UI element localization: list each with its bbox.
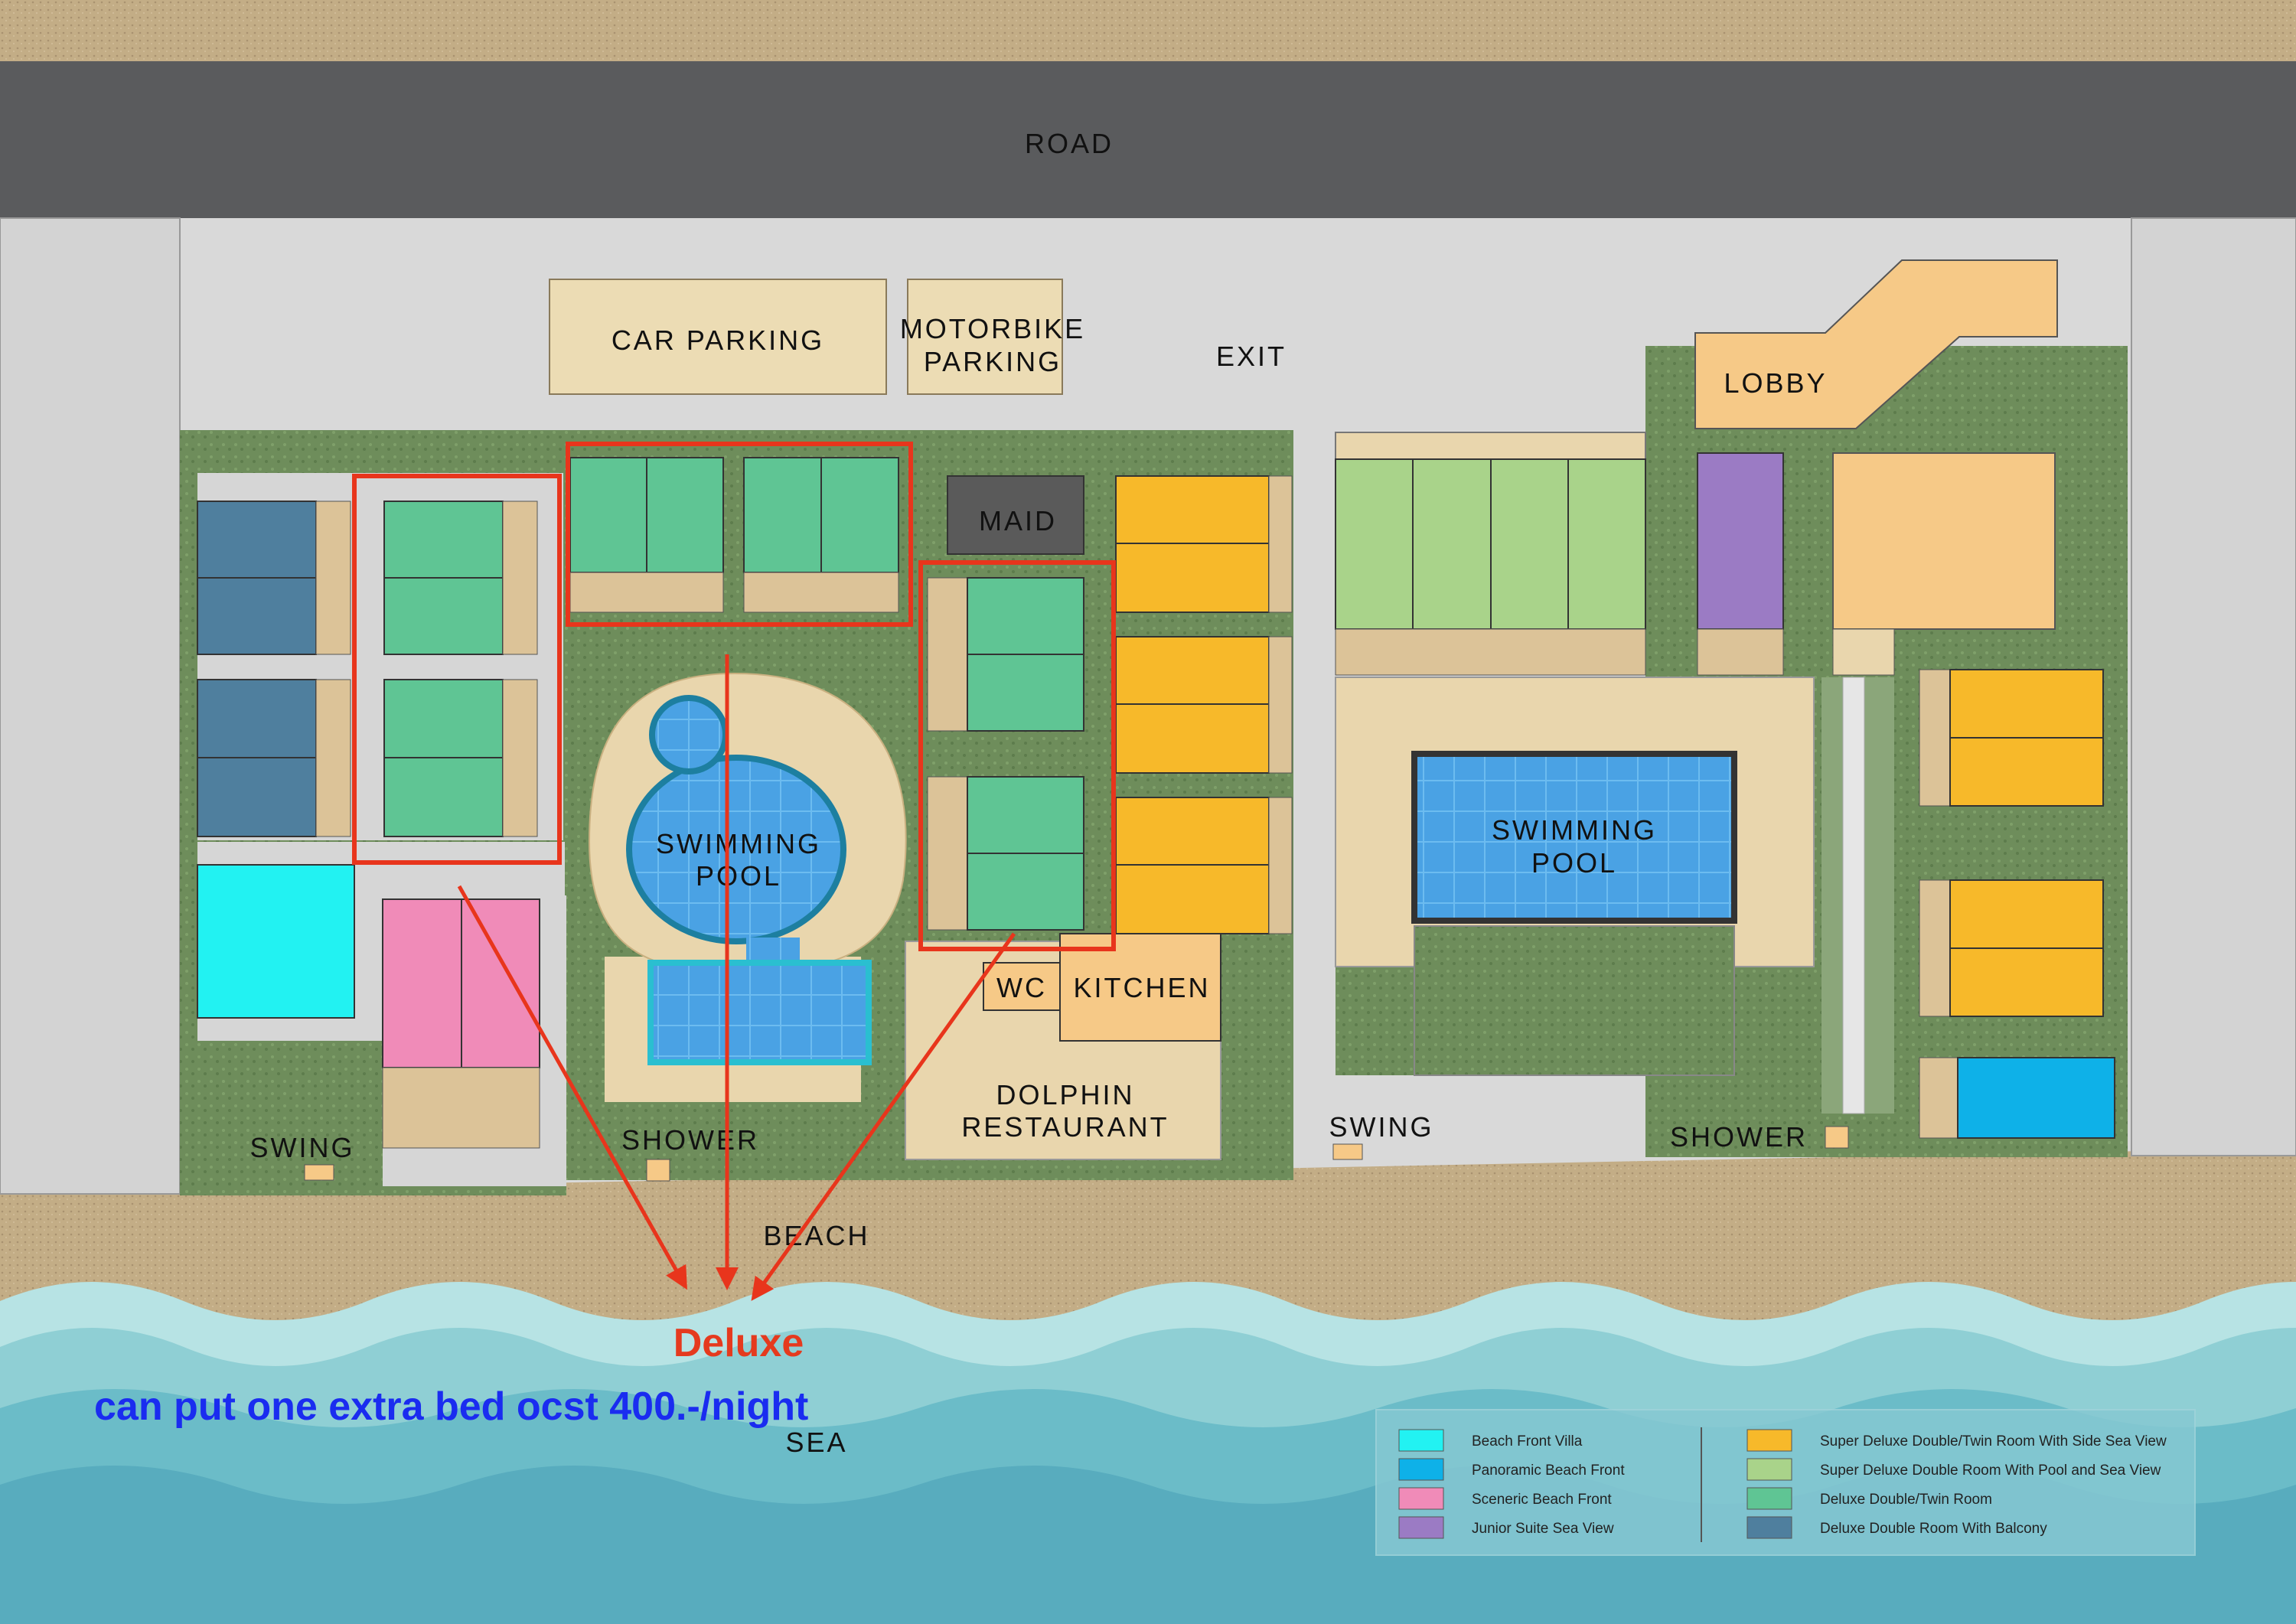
left-strip (0, 217, 181, 1195)
motorbike-parking-label-2: PARKING (924, 346, 1062, 377)
car-parking-label: CAR PARKING (612, 324, 824, 356)
wc (983, 962, 1061, 1011)
swing-left (304, 1164, 334, 1181)
exit-label: EXIT (1216, 341, 1287, 372)
lobby (1694, 259, 2058, 429)
highlight-deluxe-left (352, 474, 562, 865)
road-label: ROAD (1025, 128, 1114, 159)
shower-right (1825, 1126, 1849, 1149)
legend-swatch (1746, 1516, 1792, 1539)
pool-right-label-1: SWIMMING (1492, 814, 1657, 846)
wc-label: WC (996, 972, 1047, 1003)
lobby-label: LOBBY (1724, 367, 1827, 399)
legend-swatch (1746, 1458, 1792, 1481)
sea-label: SEA (785, 1427, 847, 1458)
legend-label: Super Deluxe Double Room With Pool and S… (1820, 1463, 2161, 1479)
car-parking (549, 279, 887, 395)
motorbike-parking-label-1: MOTORBIKE (900, 313, 1085, 344)
motorbike-parking (907, 279, 1063, 395)
restaurant-label-2: RESTAURANT (961, 1111, 1169, 1143)
room-panoramic-beach (1957, 1057, 2115, 1139)
pool-right-label-2: POOL (1531, 847, 1617, 879)
legend-label: Panoramic Beach Front (1472, 1463, 1625, 1479)
maid-label: MAID (979, 505, 1057, 536)
shower-left (646, 1159, 670, 1182)
highlight-deluxe-top (566, 442, 913, 627)
road (0, 61, 2296, 218)
legend-label: Beach Front Villa (1472, 1433, 1583, 1450)
lobby-annex (1832, 452, 2056, 630)
pool-terrace-right (1335, 432, 1646, 460)
legend-swatch (1398, 1487, 1444, 1510)
pool-left-label-1: SWIMMING (656, 828, 821, 859)
pool-left-label-2: POOL (696, 860, 781, 892)
legend-swatch (1746, 1487, 1792, 1510)
legend-swatch (1398, 1429, 1444, 1452)
shower-left-label: SHOWER (621, 1124, 759, 1156)
annotation-note: can put one extra bed ocst 400.-/night (94, 1384, 808, 1429)
swimming-pool-left (626, 755, 846, 944)
swing-right (1332, 1143, 1363, 1160)
kitchen-label: KITCHEN (1073, 972, 1210, 1003)
legend-label: Junior Suite Sea View (1472, 1521, 1614, 1537)
legend-swatch (1398, 1458, 1444, 1481)
shower-right-label: SHOWER (1670, 1121, 1808, 1153)
swing-right-label: SWING (1329, 1111, 1434, 1143)
annotation-title: Deluxe (673, 1321, 804, 1365)
maid-room (947, 475, 1084, 555)
swimming-pool-left-shallow (647, 960, 872, 1065)
legend-label: Deluxe Double/Twin Room (1820, 1492, 1992, 1508)
top-sand (0, 0, 2296, 61)
swing-left-label: SWING (250, 1132, 355, 1163)
legend-label: Sceneric Beach Front (1472, 1492, 1612, 1508)
beach-label: BEACH (763, 1220, 869, 1251)
legend-label: Deluxe Double Room With Balcony (1820, 1521, 2047, 1537)
room-beach-front-villa (197, 864, 355, 1019)
highlight-deluxe-centre (918, 560, 1116, 951)
room-junior-suite (1697, 452, 1784, 630)
legend-swatch (1398, 1516, 1444, 1539)
right-strip (2131, 217, 2296, 1156)
arrow-left (457, 885, 687, 1290)
swimming-pool-right (1411, 751, 1737, 924)
restaurant-label-1: DOLPHIN (996, 1079, 1134, 1110)
arrow-right (751, 932, 1016, 1301)
legend-label: Super Deluxe Double/Twin Room With Side … (1820, 1433, 2167, 1450)
legend-swatch (1746, 1429, 1792, 1452)
kitchen (1059, 933, 1221, 1042)
